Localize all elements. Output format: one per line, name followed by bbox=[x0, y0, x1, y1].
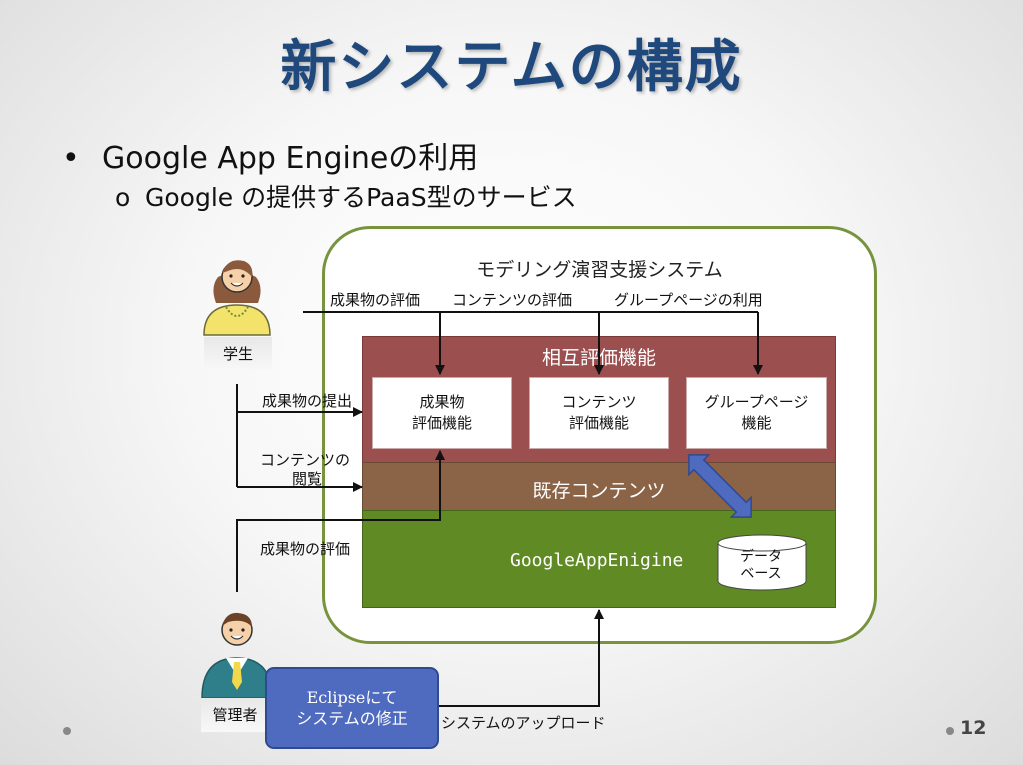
function-line: 機能 bbox=[741, 414, 772, 432]
deliverable-eval-function: 成果物 評価機能 bbox=[372, 377, 512, 449]
db-double-arrow bbox=[688, 454, 752, 518]
existing-content-title: 既存コンテンツ bbox=[532, 480, 666, 502]
slide-title: 新システムの構成 bbox=[280, 35, 743, 100]
bullet-google-app-engine: • Google App Engineの利用 bbox=[62, 133, 478, 177]
browse-content-label-2: 閲覧 bbox=[292, 470, 323, 488]
function-line: グループページ bbox=[704, 393, 809, 411]
admin-eval-label: 成果物の評価 bbox=[260, 540, 351, 558]
function-line: 評価機能 bbox=[411, 414, 472, 432]
corner-dot-right bbox=[946, 727, 954, 735]
group-page-function: グループページ 機能 bbox=[686, 377, 827, 449]
operation-label-content-eval: コンテンツの評価 bbox=[452, 291, 573, 309]
corner-dot-left bbox=[63, 727, 71, 735]
arrow-upload bbox=[436, 609, 604, 707]
bullet-text: Google App Engineの利用 bbox=[102, 141, 479, 176]
database-label-line: データ bbox=[740, 549, 782, 565]
database-icon bbox=[717, 534, 807, 591]
student-figure-icon bbox=[203, 260, 271, 336]
arrow-admin-eval bbox=[236, 450, 445, 592]
function-line: コンテンツ bbox=[561, 393, 637, 411]
database-label-line: ベース bbox=[740, 566, 782, 582]
browse-content-label: コンテンツの bbox=[260, 451, 351, 469]
google-app-engine-title: GoogleAppEnigine bbox=[510, 550, 684, 571]
operation-label-group-page: グループページの利用 bbox=[614, 291, 763, 309]
eclipse-modification-box: Eclipseにて システムの修正 bbox=[265, 667, 439, 749]
sub-bullet-paas: o Google の提供するPaaS型のサービス bbox=[115, 178, 577, 214]
function-line: 成果物 bbox=[419, 393, 465, 411]
bullet-marker: • bbox=[62, 141, 80, 176]
eclipse-line: Eclipseにて bbox=[306, 688, 398, 707]
student-label: 学生 bbox=[204, 337, 272, 371]
sub-bullet-marker: o bbox=[115, 183, 131, 212]
admin-figure-icon bbox=[201, 612, 273, 699]
eclipse-line: システムの修正 bbox=[296, 709, 408, 728]
submit-deliverable-label: 成果物の提出 bbox=[262, 392, 353, 410]
upload-label: システムのアップロード bbox=[441, 714, 606, 732]
page-number: 12 bbox=[960, 717, 987, 739]
operation-label-deliverable-eval: 成果物の評価 bbox=[330, 291, 421, 309]
sub-bullet-text: Google の提供するPaaS型のサービス bbox=[145, 183, 577, 212]
system-title: モデリング演習支援システム bbox=[476, 259, 723, 281]
admin-label: 管理者 bbox=[201, 698, 269, 732]
content-eval-function: コンテンツ 評価機能 bbox=[529, 377, 669, 449]
database-label: データ ベース bbox=[716, 549, 806, 583]
function-line: 評価機能 bbox=[568, 414, 629, 432]
